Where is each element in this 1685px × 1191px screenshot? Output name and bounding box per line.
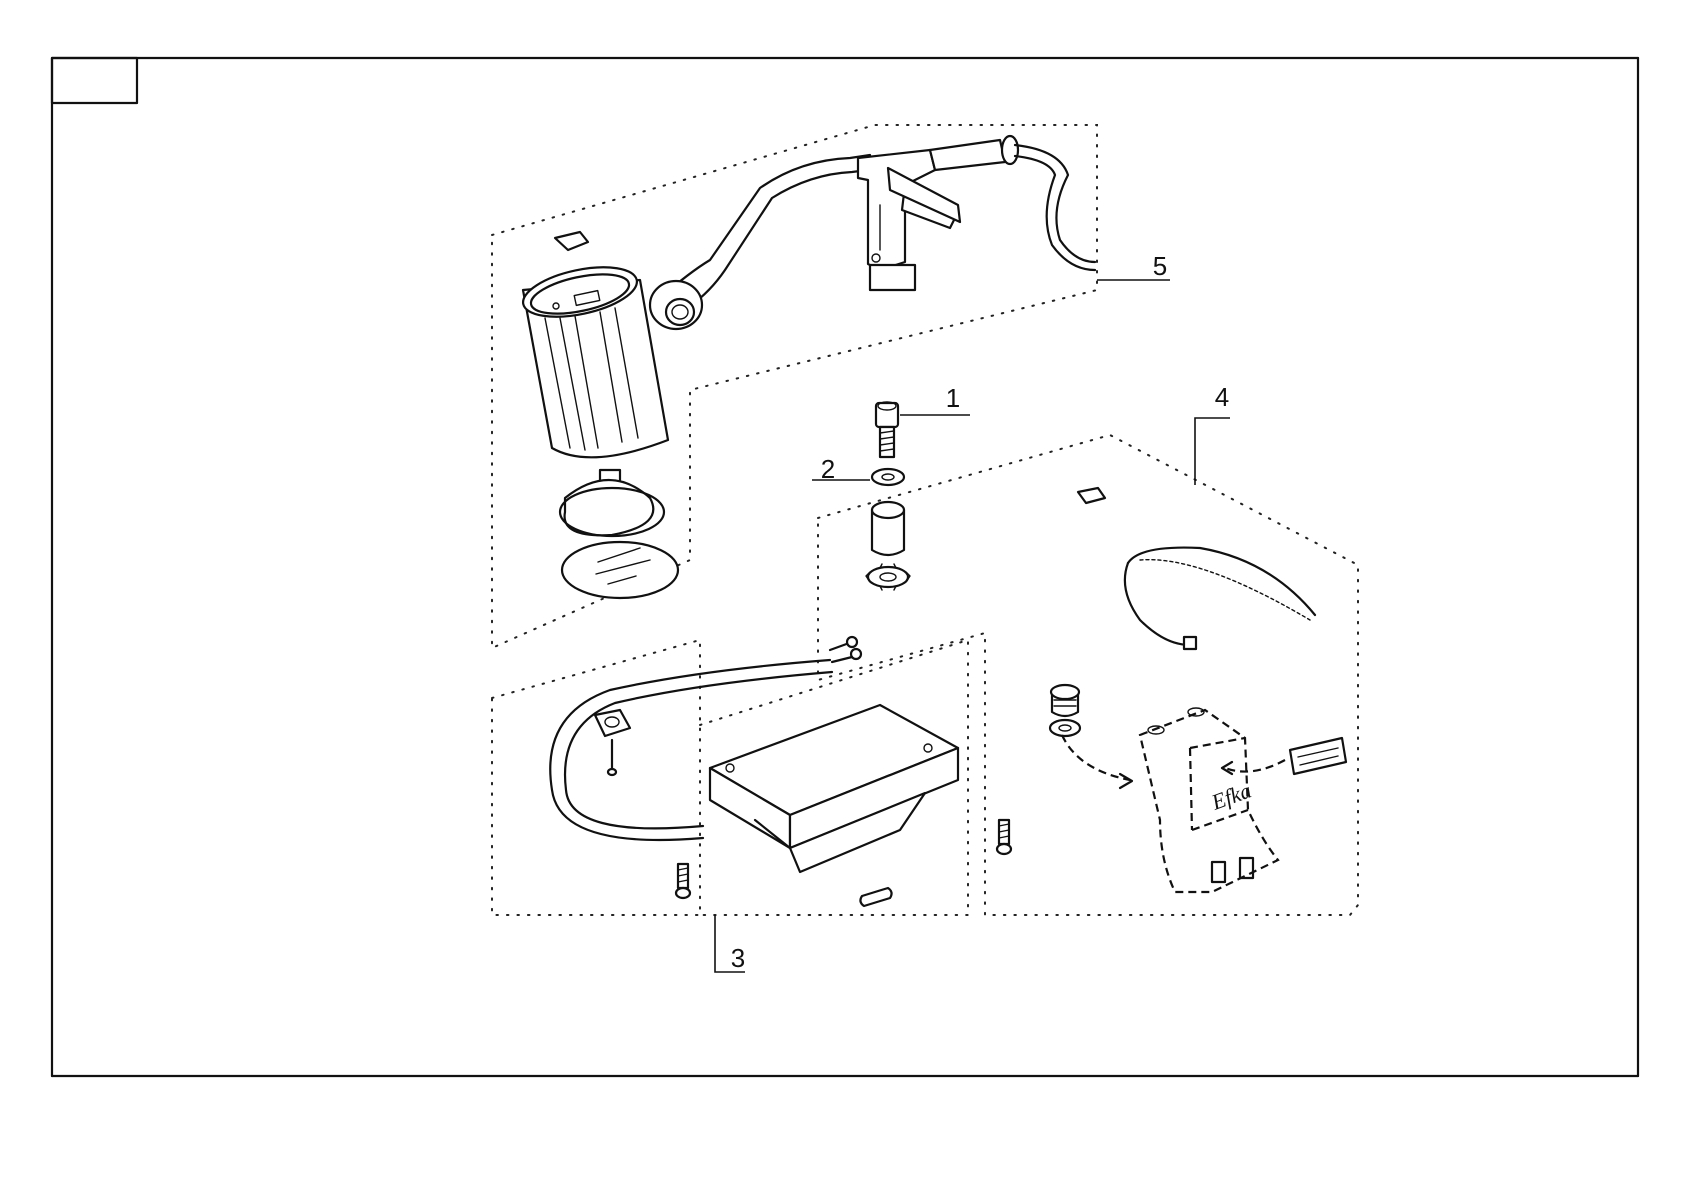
- callout-2: 2: [812, 454, 870, 484]
- fuse: [860, 888, 891, 906]
- cover-housing: Efka: [1140, 708, 1278, 892]
- cable-clip-small: [1078, 488, 1105, 503]
- callout-5: 5: [1097, 251, 1170, 281]
- callout-4: 4: [1195, 382, 1230, 485]
- callout-3: 3: [715, 915, 745, 973]
- lamp-assembly: [519, 136, 1095, 598]
- callout-3-label: 3: [731, 943, 745, 973]
- mounting-hardware-stack: [866, 402, 910, 590]
- sheet-frame: [52, 58, 1638, 1076]
- callout-2-label: 2: [821, 454, 835, 484]
- cable-tie: [1125, 548, 1315, 649]
- strain-relief-bushing: [1050, 685, 1080, 736]
- screw-group-3-left: [676, 864, 690, 898]
- cable-clamp: [595, 710, 630, 775]
- screw-group-4: [997, 820, 1011, 854]
- callout-4-label: 4: [1215, 382, 1229, 412]
- callout-1-label: 1: [946, 383, 960, 413]
- callout-1: 1: [900, 383, 970, 415]
- callout-5-label: 5: [1153, 251, 1167, 281]
- title-box: [52, 58, 137, 103]
- insertion-arrows: [1062, 735, 1285, 788]
- control-box: [710, 705, 958, 872]
- label-plate: [1290, 738, 1346, 774]
